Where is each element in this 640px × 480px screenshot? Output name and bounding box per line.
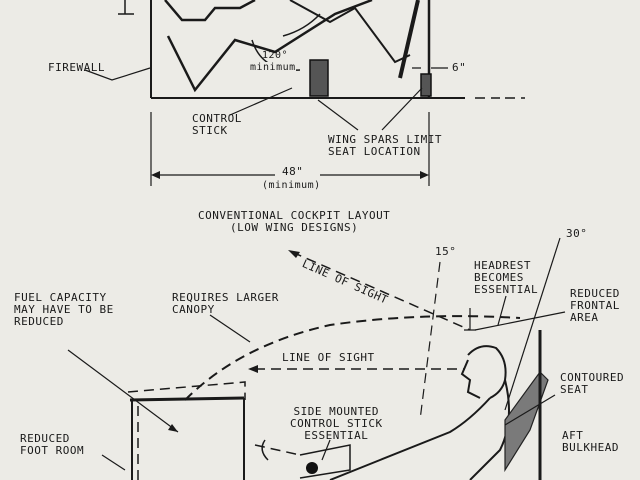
conventional-cockpit-drawing — [84, 0, 525, 186]
figure-upper-outline — [164, 0, 256, 22]
angle-15-label: 15° — [435, 245, 457, 258]
line-of-sight-lower-label: LINE OF SIGHT — [282, 351, 375, 364]
angle-note-label: minimum — [250, 62, 296, 74]
rear-wing-spar — [420, 73, 432, 97]
contoured-seat-label: CONTOURED SEAT — [560, 371, 625, 396]
figure-leg-outline — [166, 0, 373, 93]
low-wing-cockpit-drawing — [67, 237, 566, 480]
aft-bulkhead-label: AFT BULKHEAD — [562, 429, 619, 454]
forward-wing-spar — [309, 59, 329, 97]
canopy-outline — [184, 315, 521, 401]
length-48-label: 48" — [282, 165, 304, 178]
pilot-body — [329, 397, 491, 480]
figure-torso-outline — [289, 0, 411, 64]
angle-120-label: 120° — [262, 50, 289, 61]
wing-spars-label: WING SPARS LIMIT SEAT LOCATION — [328, 133, 442, 158]
pilot-head — [467, 345, 507, 399]
frontal-area-label: REDUCED FRONTAL AREA — [570, 287, 620, 324]
foot-room-label: REDUCED FOOT ROOM — [20, 432, 85, 457]
headrest-label: HEADREST BECOMES ESSENTIAL — [474, 259, 539, 296]
length-note-label: (minimum) — [262, 180, 321, 191]
firewall-label: FIREWALL — [48, 61, 105, 74]
side-stick-label: SIDE MOUNTED CONTROL STICK ESSENTIAL — [290, 405, 383, 442]
side-stick-pivot — [306, 462, 318, 474]
clearance-label: 6" — [452, 61, 467, 74]
seat-back — [398, 0, 420, 79]
top-diagram-caption: CONVENTIONAL COCKPIT LAYOUT (LOW WING DE… — [198, 209, 391, 234]
angle-30-label: 30° — [566, 227, 588, 240]
larger-canopy-label: REQUIRES LARGER CANOPY — [172, 291, 279, 316]
fuel-capacity-label: FUEL CAPACITY MAY HAVE TO BE REDUCED — [14, 291, 114, 328]
control-stick-label: CONTROL STICK — [192, 112, 242, 137]
